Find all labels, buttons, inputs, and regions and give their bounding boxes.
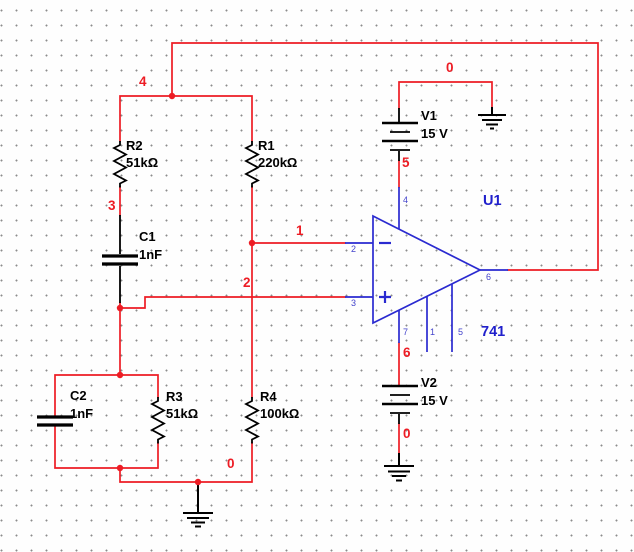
pin-label-offset2: 5 <box>458 327 464 337</box>
net-label-3[interactable]: 3 <box>108 198 116 213</box>
junction-dot <box>116 464 124 472</box>
junction-dot <box>168 92 176 100</box>
label-r4-value[interactable]: 100kΩ <box>260 406 300 421</box>
ground-symbol-v2[interactable] <box>384 453 414 482</box>
junction-dot <box>248 239 256 247</box>
ground-symbol-bottom[interactable] <box>183 482 213 528</box>
pin-label-vminus: 7 <box>403 327 409 337</box>
dc-source-v2-symbol[interactable] <box>382 384 418 424</box>
pin-label-offset1: 1 <box>430 327 436 337</box>
capacitor-c2-symbol[interactable] <box>37 415 73 427</box>
label-r2-value[interactable]: 51kΩ <box>126 155 159 170</box>
wire-v1-net0-rail[interactable] <box>398 81 493 109</box>
junction-dot <box>116 304 124 312</box>
net-label-0-v1[interactable]: 0 <box>446 60 454 75</box>
label-v1-ref[interactable]: V1 <box>421 108 437 123</box>
net-label-0-v2[interactable]: 0 <box>403 426 411 441</box>
label-c1-ref[interactable]: C1 <box>139 229 156 244</box>
label-r4-ref[interactable]: R4 <box>260 389 277 404</box>
label-v1-value[interactable]: 15 V <box>421 126 448 141</box>
pin-label-noninverting: 3 <box>351 298 357 308</box>
label-v2-value[interactable]: 15 V <box>421 393 448 408</box>
label-c2-value[interactable]: 1nF <box>70 406 94 421</box>
ground-symbol-v1[interactable] <box>478 107 506 130</box>
plus-sign-icon <box>379 291 391 303</box>
label-v2-ref[interactable]: V2 <box>421 375 437 390</box>
resistor-r2-symbol[interactable] <box>112 141 128 188</box>
wire-net2-to-noninverting-input[interactable] <box>119 296 346 309</box>
opamp-u1-symbol[interactable] <box>345 187 508 352</box>
wire-output-feedback[interactable] <box>171 42 599 271</box>
label-r2-ref[interactable]: R2 <box>126 138 143 153</box>
wire-wien-bottom-rail[interactable] <box>54 426 159 469</box>
label-r1-ref[interactable]: R1 <box>258 138 275 153</box>
capacitor-c1-symbol[interactable] <box>102 215 138 303</box>
resistor-r3-symbol[interactable] <box>150 397 166 444</box>
pin-label-vplus: 4 <box>403 195 409 205</box>
label-c1-value[interactable]: 1nF <box>139 247 163 262</box>
wire-ground-rail[interactable] <box>119 442 253 483</box>
dc-source-v1-symbol[interactable] <box>382 108 418 161</box>
net-label-4[interactable]: 4 <box>139 74 147 89</box>
part-number-741[interactable]: 741 <box>481 324 506 340</box>
wire-wien-top-rail[interactable] <box>54 374 159 416</box>
net-label-6[interactable]: 6 <box>403 345 411 360</box>
label-r1-value[interactable]: 220kΩ <box>258 155 298 170</box>
resistor-r4-symbol[interactable] <box>244 397 260 444</box>
label-r3-ref[interactable]: R3 <box>166 389 183 404</box>
designator-u1[interactable]: U1 <box>483 193 502 209</box>
pin-label-inverting: 2 <box>351 244 357 254</box>
junction-dot <box>116 371 124 379</box>
label-c2-ref[interactable]: C2 <box>70 388 87 403</box>
label-r3-value[interactable]: 51kΩ <box>166 406 199 421</box>
junction-dot <box>194 478 202 486</box>
net-label-2[interactable]: 2 <box>243 275 251 290</box>
net-label-5[interactable]: 5 <box>402 155 410 170</box>
net-label-0-ground[interactable]: 0 <box>227 456 235 471</box>
pin-label-output: 6 <box>486 272 492 282</box>
resistor-r1-symbol[interactable] <box>244 141 260 188</box>
net-label-1[interactable]: 1 <box>296 223 304 238</box>
wire-net4-rail[interactable] <box>119 95 253 142</box>
